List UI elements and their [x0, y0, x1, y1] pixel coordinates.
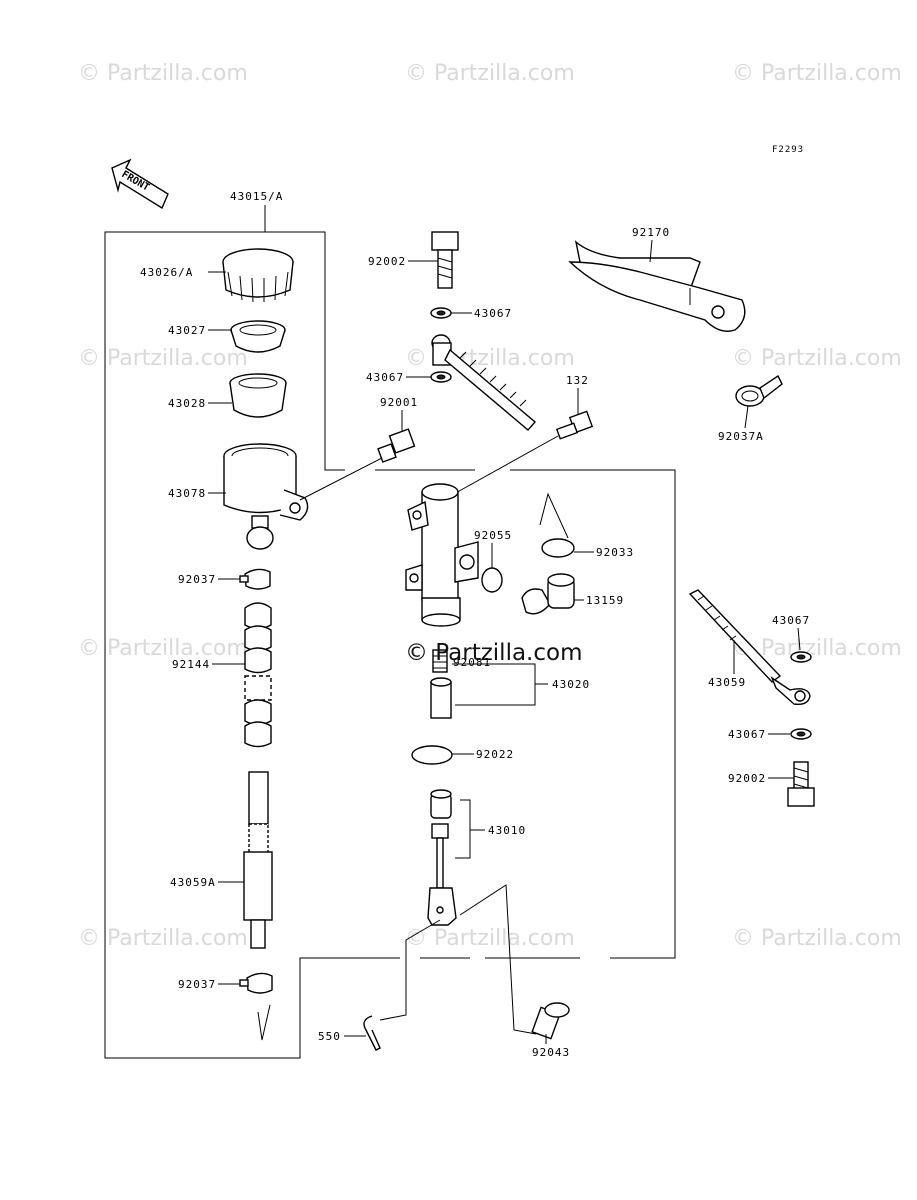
label-43028: 43028 — [168, 397, 206, 410]
figure-code: F2293 — [772, 145, 804, 155]
label-43010: 43010 — [488, 824, 526, 837]
hose-92144 — [244, 602, 272, 748]
label-43078: 43078 — [168, 487, 206, 500]
circlip-92022 — [411, 745, 453, 765]
washer-43067-a — [430, 307, 452, 319]
label-92002-top: 92002 — [368, 255, 406, 268]
label-92081: 92081 — [453, 656, 491, 669]
part-labels: 43015/A 43026/A 43027 43028 43078 92037 … — [140, 190, 810, 1059]
bolt-92002-top — [431, 231, 459, 289]
rod-43059a — [243, 771, 273, 949]
label-43027: 43027 — [168, 324, 206, 337]
plate-43028 — [229, 373, 287, 418]
watermark: © Partzilla.com — [405, 926, 575, 951]
label-43067-b: 43067 — [366, 371, 404, 384]
label-43059a: 43059A — [170, 876, 216, 889]
assembly-bracket-lines — [104, 205, 676, 1059]
label-132: 132 — [566, 374, 589, 387]
watermark: © Partzilla.com — [732, 61, 902, 86]
label-43026a: 43026/A — [140, 266, 193, 279]
label-92055: 92055 — [474, 529, 512, 542]
washer-43067-b — [430, 371, 452, 383]
label-92037a: 92037A — [718, 430, 764, 443]
label-92001: 92001 — [380, 396, 418, 409]
watermark: © Partzilla.com — [405, 61, 575, 86]
watermark: © Partzilla.com — [732, 346, 902, 371]
washer-43067-c — [790, 651, 812, 663]
label-43015a: 43015/A — [230, 190, 283, 203]
diaphragm-43027 — [230, 320, 286, 353]
bolt-132 — [451, 410, 594, 496]
piston-43020 — [430, 663, 548, 719]
label-43059: 43059 — [708, 676, 746, 689]
label-43067-a: 43067 — [474, 307, 512, 320]
pushrod-43010 — [427, 789, 485, 926]
watermark: © Partzilla.com — [78, 636, 248, 661]
watermark-center: © Partzilla.com — [405, 640, 583, 666]
pin-92043 — [459, 884, 570, 1040]
label-550: 550 — [318, 1030, 341, 1043]
watermark: © Partzilla.com — [405, 346, 575, 371]
label-92037-bottom: 92037 — [178, 978, 216, 991]
circlip-92033 — [539, 492, 575, 558]
reservoir-43078 — [223, 443, 309, 550]
front-arrow-icon: FRONT — [111, 158, 169, 210]
master-cylinder-body — [405, 483, 479, 627]
watermark: © Partzilla.com — [78, 346, 248, 371]
label-43067-d: 43067 — [728, 728, 766, 741]
watermarks: © Partzilla.com © Partzilla.com © Partzi… — [78, 61, 902, 951]
label-92037-top: 92037 — [178, 573, 216, 586]
bolt-92002-bottom — [787, 761, 815, 807]
watermark: © Partzilla.com — [732, 926, 902, 951]
label-43020: 43020 — [552, 678, 590, 691]
valve-92081 — [432, 649, 448, 673]
label-92170: 92170 — [632, 226, 670, 239]
clamp-92037-bottom — [239, 972, 273, 1041]
label-92144: 92144 — [172, 658, 210, 671]
label-43067-c: 43067 — [772, 614, 810, 627]
fitting-13159 — [521, 573, 575, 615]
washer-43067-d — [790, 728, 812, 740]
oring-92055 — [481, 567, 503, 593]
label-92022: 92022 — [476, 748, 514, 761]
label-92033: 92033 — [596, 546, 634, 559]
label-92002-bottom: 92002 — [728, 772, 766, 785]
cap-43026a — [222, 248, 294, 303]
label-13159: 13159 — [586, 594, 624, 607]
banjo-92037a — [735, 374, 783, 407]
hose-top-fitting — [431, 334, 536, 431]
bolt-92001 — [299, 428, 416, 501]
label-92043: 92043 — [532, 1046, 570, 1059]
watermark: © Partzilla.com — [78, 926, 248, 951]
clamp-92037-top — [239, 568, 271, 590]
cotter-pin-550 — [363, 919, 441, 1051]
watermark: © Partzilla.com — [78, 61, 248, 86]
hose-43059 — [688, 589, 811, 706]
bracket-92170 — [568, 240, 746, 332]
